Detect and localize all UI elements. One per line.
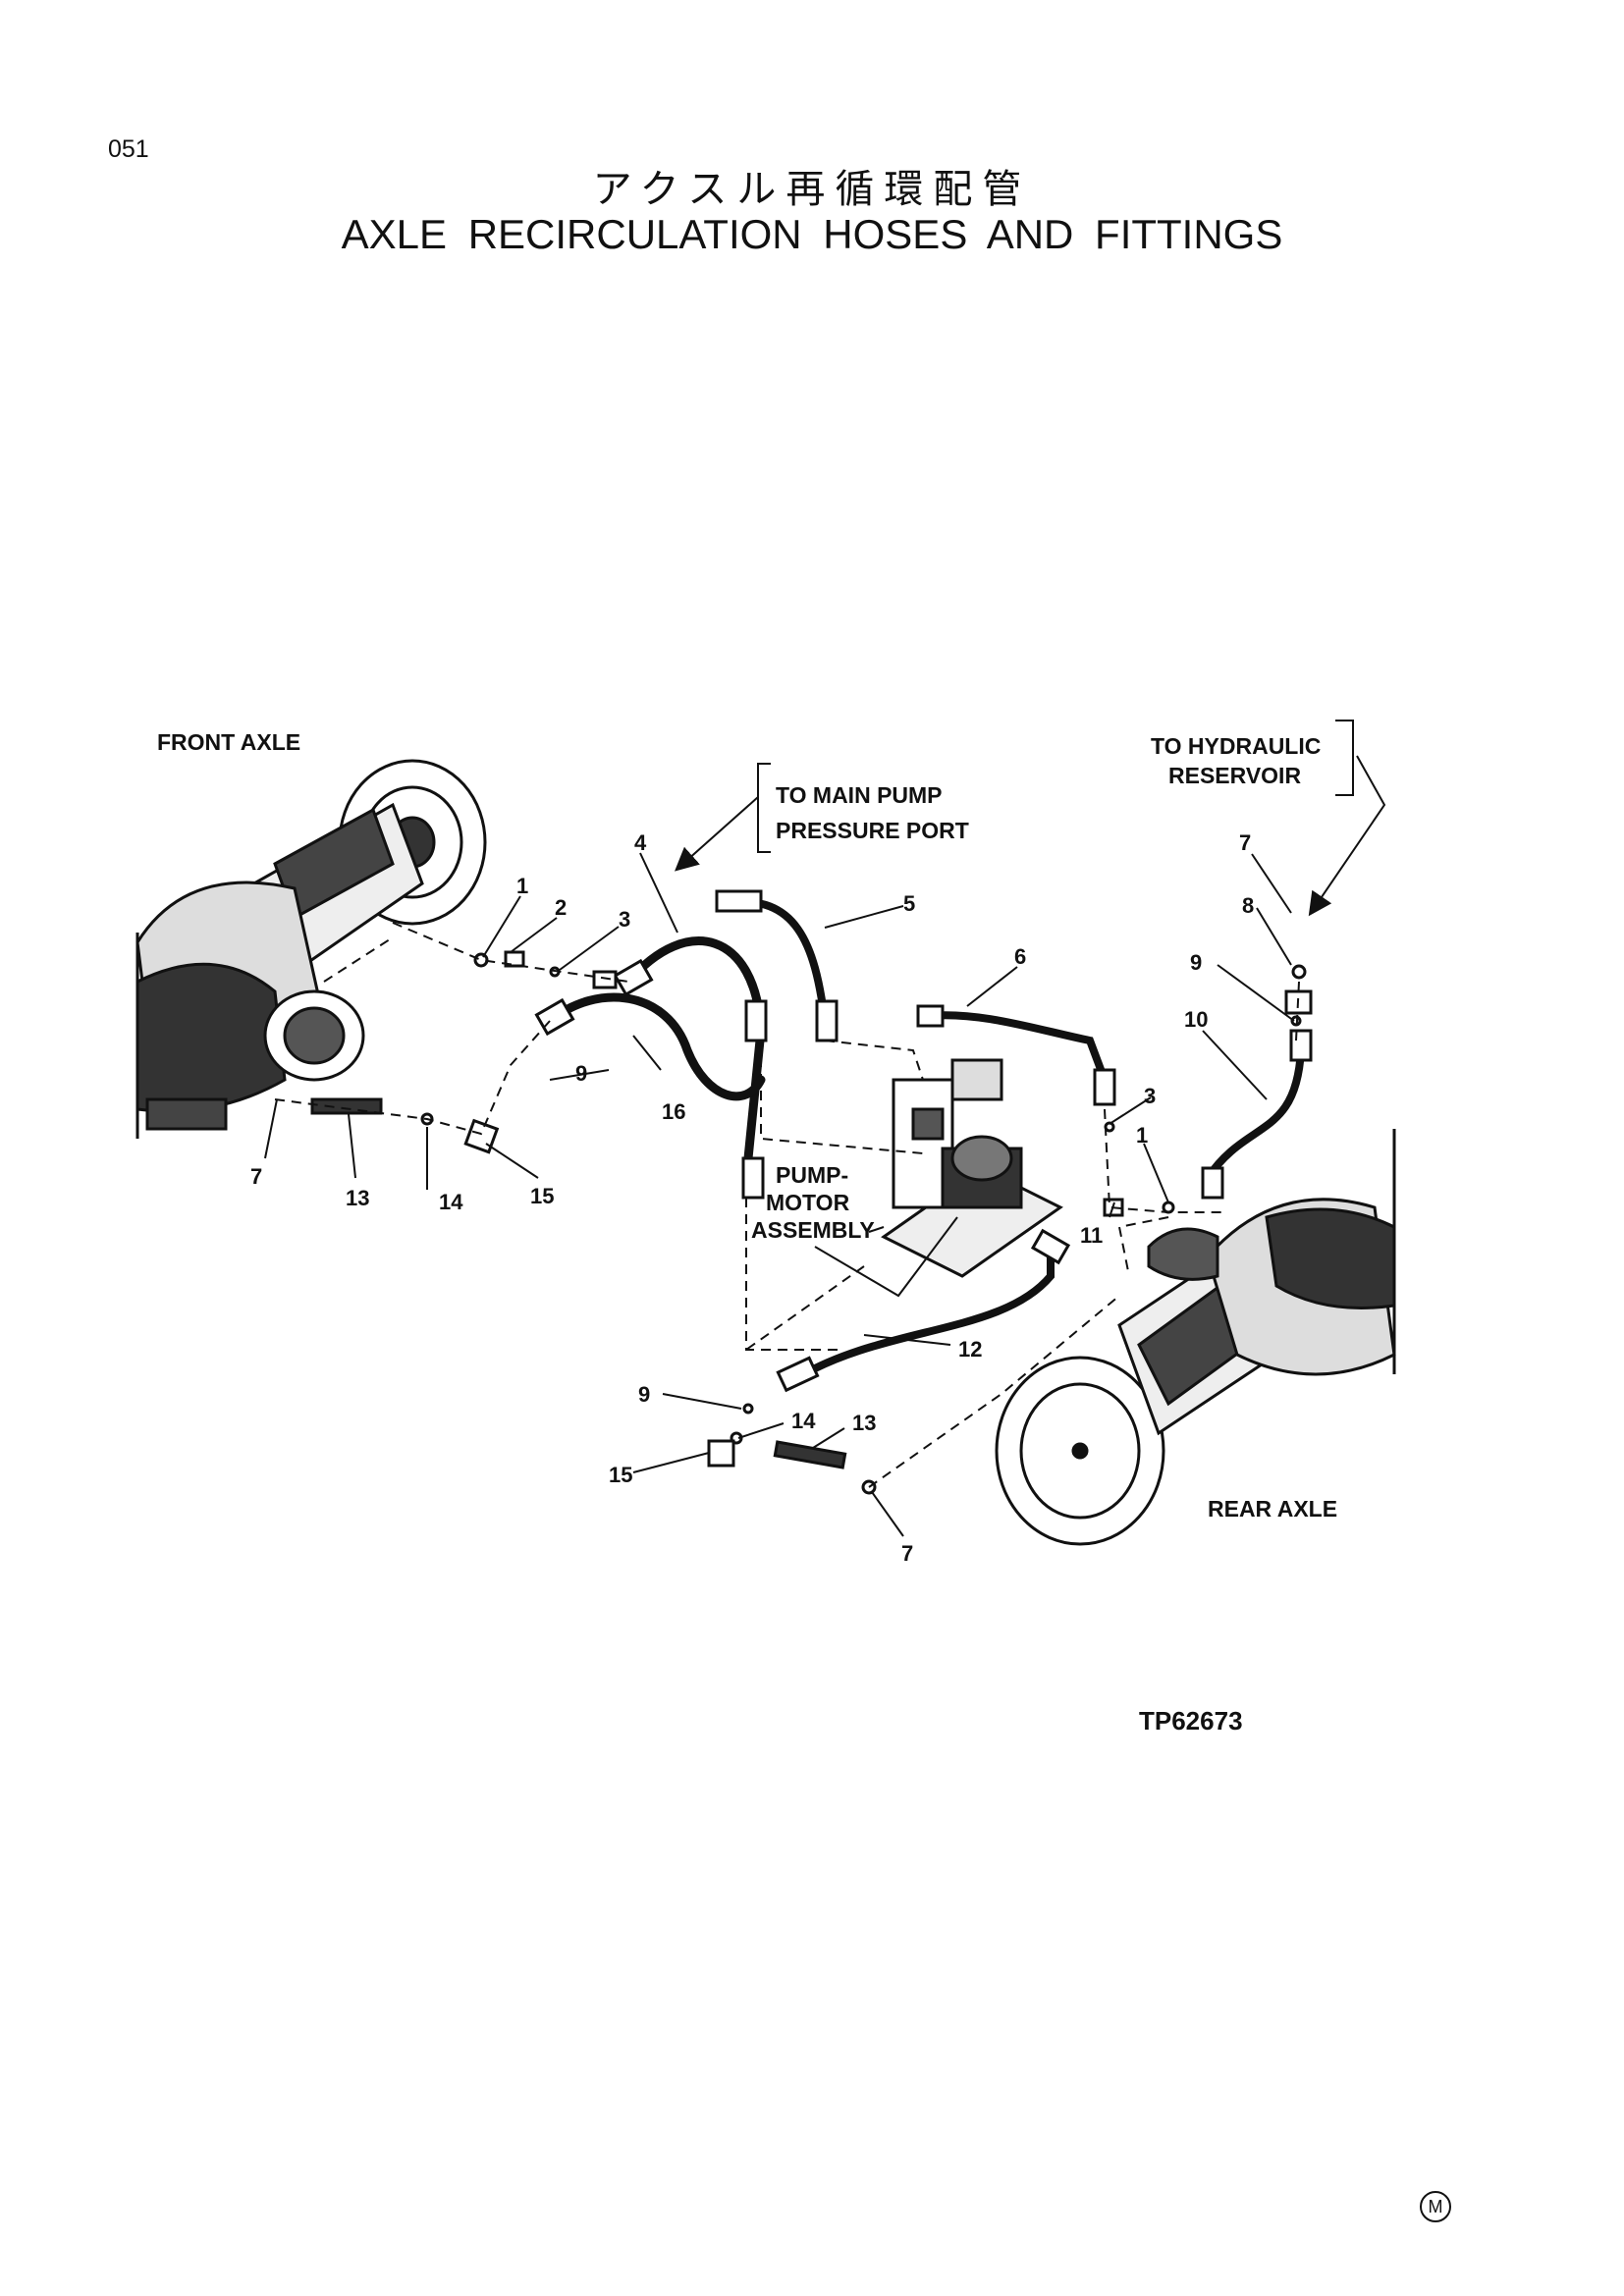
pump-motor-label-line2: MOTOR [766,1190,850,1215]
callout-number: 7 [1239,830,1251,855]
callout-number: 13 [346,1186,369,1210]
leader-lines [264,852,1295,1537]
main-pump-label-line1: TO MAIN PUMP [776,782,943,808]
callout-number: 8 [1242,893,1254,918]
callout-number: 15 [609,1463,632,1487]
main-pump-label-line2: PRESSURE PORT [776,818,969,843]
front-axle-drawing [135,759,487,1139]
callout-number: 10 [1184,1007,1208,1032]
rear-axle-drawing [995,1129,1396,1546]
rear-axle-label: REAR AXLE [1208,1496,1337,1522]
pump-motor-assembly-drawing [881,1058,1063,1278]
pump-motor-label-line1: PUMP- [776,1162,848,1188]
pump-motor-label-line3: ASSEMBLY [751,1217,875,1243]
callout-number: 14 [439,1190,463,1214]
callout-number: 15 [530,1184,554,1208]
callout-number: 9 [638,1382,650,1407]
callout-number: 7 [901,1541,913,1566]
callout-number: 7 [250,1164,262,1189]
hose-6 [924,1011,1109,1084]
callout-number: 4 [634,830,647,855]
hydraulic-reservoir-label-line1: TO HYDRAULIC [1151,733,1321,759]
label-brackets [675,720,1386,1298]
callout-number: 5 [903,891,915,916]
callout-number: 3 [1144,1084,1156,1108]
callout-number: 1 [516,874,528,898]
callout-number: 14 [791,1409,816,1433]
front-axle-label: FRONT AXLE [157,729,300,755]
callout-number: 3 [619,907,630,932]
page-title: AXLE RECIRCULATION HOSES AND FITTINGS [341,211,1283,257]
callout-number: 11 [1080,1223,1103,1248]
hose-10 [1204,1046,1305,1182]
callout-number: 2 [555,895,567,920]
callout-number: 1 [1136,1123,1148,1148]
hose-16 [545,992,766,1101]
callout-number: 6 [1014,944,1026,969]
callout-number: 13 [852,1411,876,1435]
callout-number: 16 [662,1099,685,1124]
hydraulic-reservoir-label-line2: RESERVOIR [1168,763,1301,788]
page-number: 051 [108,135,149,163]
page-title-japanese: アクスル再循環配管 [592,167,1032,212]
hose-12 [791,1243,1055,1383]
callout-number: 12 [958,1337,982,1362]
assembly-lines [274,922,1300,1488]
callout-number: 9 [575,1061,587,1086]
drawing-reference: TP62673 [1139,1706,1243,1735]
m-mark: M [1420,2191,1451,2222]
callout-number: 9 [1190,950,1202,975]
